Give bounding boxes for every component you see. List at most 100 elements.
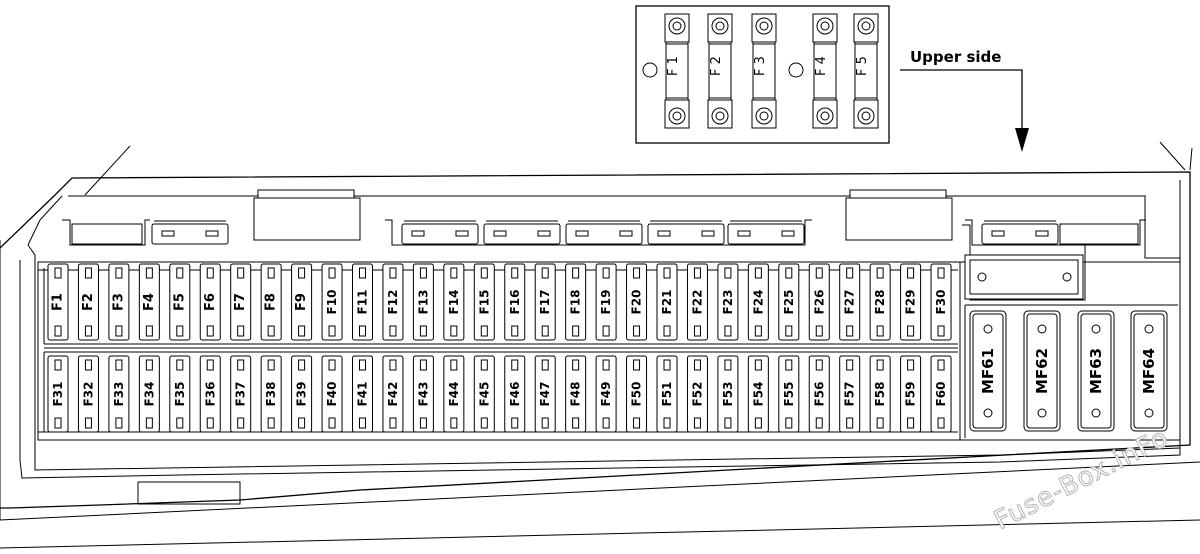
fuse-label: F58	[873, 382, 887, 407]
spare-fuse-blade	[737, 230, 751, 237]
fuse-terminal-top	[480, 359, 488, 371]
fuse-label: F37	[234, 382, 248, 407]
fuse-terminal-top	[663, 267, 671, 279]
fuse-terminal-top	[937, 267, 945, 279]
maxi-fuse-inner	[1026, 313, 1058, 429]
housing-corner	[27, 195, 63, 246]
inset-fuse-terminal-bottom	[664, 99, 690, 129]
fuse-terminal-top	[602, 267, 610, 279]
fuse-body	[656, 355, 678, 433]
fuse-body	[169, 263, 191, 341]
fuse: F23	[717, 263, 739, 341]
fuse-terminal-top	[419, 267, 427, 279]
fuse: F56	[808, 355, 830, 433]
fuse-label: F29	[904, 290, 918, 315]
fuse-body	[138, 355, 160, 433]
fuse: F26	[808, 263, 830, 341]
spare-fuse-blade	[411, 230, 425, 237]
fuse-terminal-bottom	[450, 417, 458, 429]
fuse-terminal-bottom	[511, 325, 519, 337]
maxi-fuse-body	[1023, 310, 1061, 432]
housing-bottom-diagonal	[0, 461, 1200, 521]
fuse-label: F3	[111, 293, 126, 311]
inset-fuse-terminal-bottom	[751, 99, 777, 129]
fuse-label: F26	[812, 290, 826, 315]
fuse-label: F9	[294, 293, 309, 311]
fuse-label: F47	[538, 382, 552, 407]
fuse-terminal-top	[846, 267, 854, 279]
fuse-terminal-bottom	[907, 417, 915, 429]
inset-frame	[635, 5, 890, 144]
spare-fuse-body	[401, 223, 479, 245]
fuse-label: F44	[447, 382, 461, 407]
fuse-label: F48	[569, 382, 583, 407]
maxi-relay-plate-inner	[969, 259, 1079, 295]
fuse-terminal-bottom	[724, 417, 732, 429]
fuse-body	[321, 355, 343, 433]
fuse-terminal-top	[785, 359, 793, 371]
fuse: F14	[443, 263, 465, 341]
spare-fuse	[401, 220, 479, 245]
fuse-body	[595, 355, 617, 433]
fuse-terminal-top	[389, 267, 397, 279]
fuse: F32	[77, 355, 99, 433]
spare-fuse-blade	[991, 230, 1005, 237]
fuse-terminal-top	[907, 359, 915, 371]
inset-fuse-terminal-bottom	[812, 99, 838, 129]
fuse-terminal-top	[633, 359, 641, 371]
housing-inner-contour-2	[27, 244, 1181, 471]
inset-fuse-screw-inner	[759, 111, 769, 121]
housing-right-tick	[1189, 147, 1193, 171]
fuse-label: F57	[843, 382, 857, 407]
fuse-terminal-bottom	[572, 417, 580, 429]
fuse-body	[534, 355, 556, 433]
fuse-terminal-bottom	[328, 417, 336, 429]
fuse-terminal-top	[145, 359, 153, 371]
fuse-terminal-top	[663, 359, 671, 371]
fuse-body	[412, 355, 434, 433]
spare-fuse-blade	[205, 230, 219, 237]
fuse: F60	[930, 355, 952, 433]
relay-hole-left	[977, 272, 987, 282]
spare-fuse	[565, 220, 643, 245]
fuse-terminal-bottom	[267, 325, 275, 337]
fuse: F1	[47, 263, 69, 341]
maxi-fuse-hole-bottom	[1091, 408, 1101, 418]
inset-fuse-label: F 1	[666, 56, 681, 76]
fuse-label: F8	[264, 293, 279, 311]
inset-fuse-label: F 2	[709, 56, 724, 76]
fuse-body	[108, 355, 130, 433]
fuse-body	[199, 355, 221, 433]
spare-fuse-group	[151, 220, 1059, 245]
fuse-terminal-bottom	[754, 325, 762, 337]
fuse-terminal-bottom	[815, 325, 823, 337]
fuse-terminal-bottom	[206, 325, 214, 337]
fuse: F42	[382, 355, 404, 433]
fuse-label: F20	[630, 290, 644, 315]
fuse-terminal-top	[359, 267, 366, 279]
fuse-terminal-top	[176, 267, 184, 279]
fuse-terminal-top	[206, 267, 214, 279]
fuse-body	[686, 263, 708, 341]
fuse-terminal-top	[298, 359, 306, 371]
housing-left-diagonal	[84, 145, 131, 196]
fuse-terminal-bottom	[815, 417, 823, 429]
fuse-label: F41	[356, 382, 370, 407]
inset-fuse-screw-inner	[672, 21, 682, 31]
fuse: F36	[199, 355, 221, 433]
maxi-fuse: MF64	[1130, 310, 1168, 432]
fuse: F12	[382, 263, 404, 341]
fuse-label: F33	[112, 382, 126, 407]
fuse-terminal-top	[907, 267, 915, 279]
fuse-terminal-bottom	[937, 417, 945, 429]
fuse-terminal-top	[84, 359, 92, 371]
fuse-label: F45	[477, 382, 491, 407]
fuse-terminal-bottom	[907, 325, 915, 337]
spare-fuse-body	[647, 223, 725, 245]
fuse-terminal-top	[389, 359, 397, 371]
fuse-terminal-bottom	[785, 417, 793, 429]
fuse-terminal-top	[541, 267, 549, 279]
fuse-terminal-top	[359, 359, 366, 371]
spare-fuse-body	[483, 223, 561, 245]
maxi-fuse-hole-top	[1091, 324, 1101, 334]
